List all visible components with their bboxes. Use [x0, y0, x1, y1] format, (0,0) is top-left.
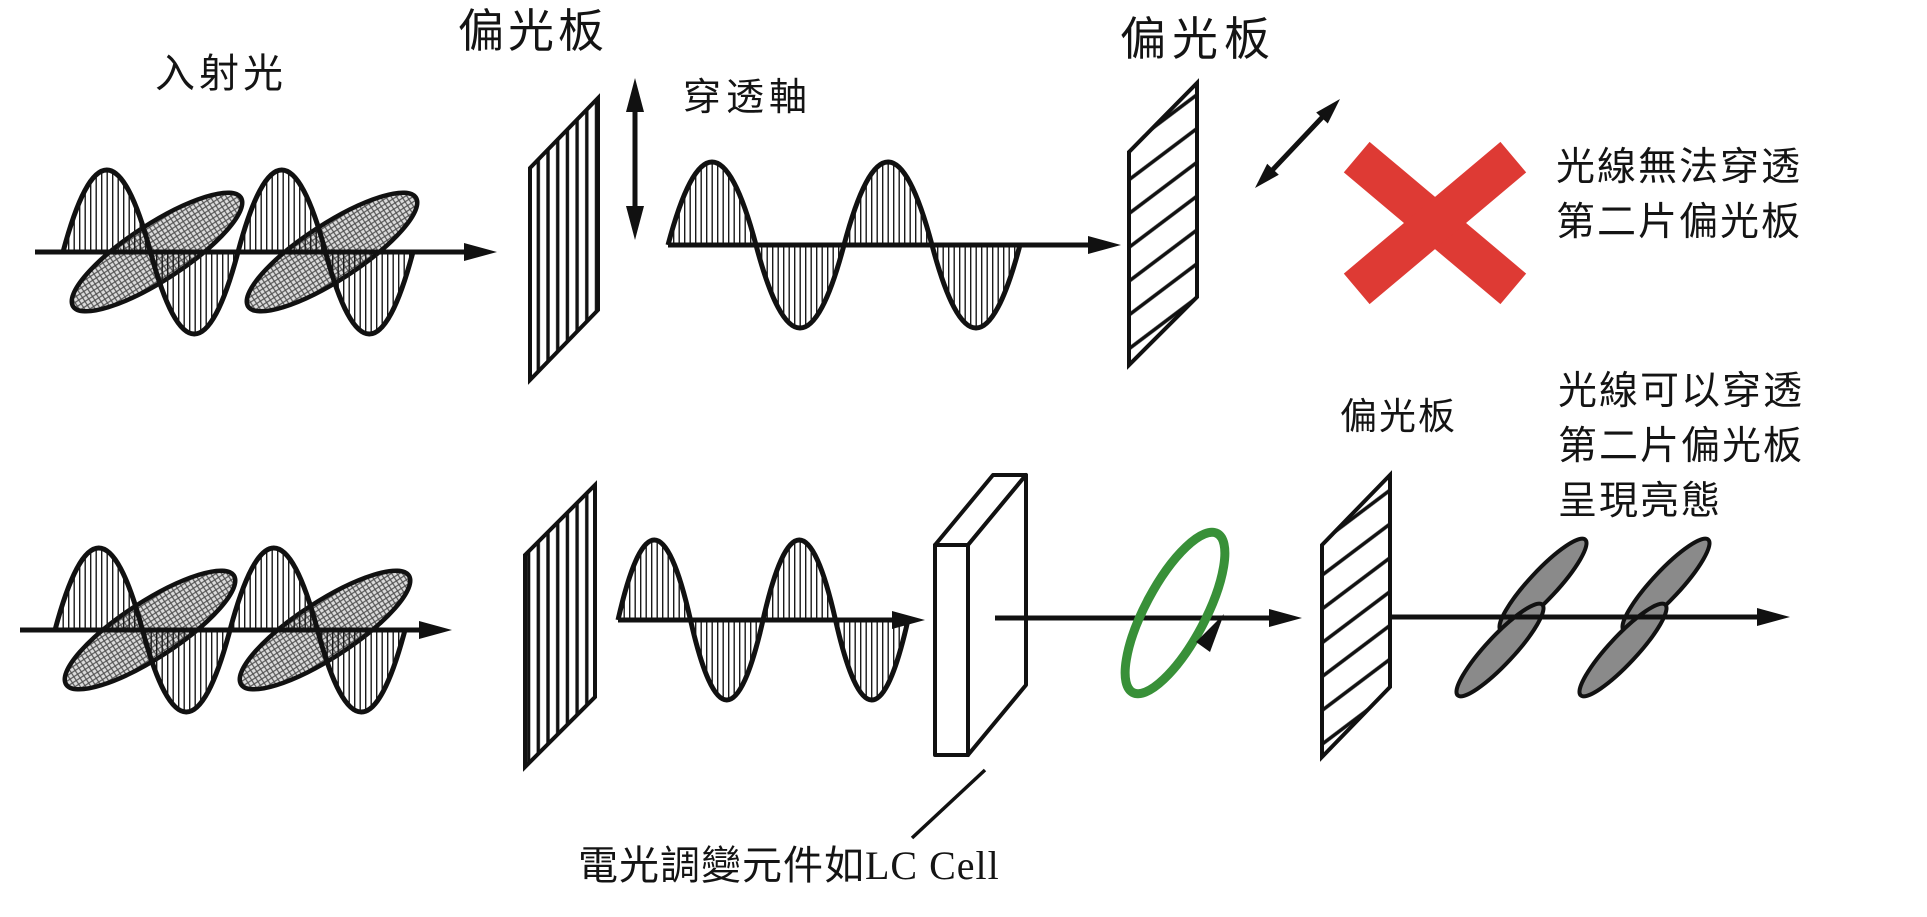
- passed-result-line2: 第二片偏光板: [1558, 425, 1805, 468]
- rotation-arrowhead-icon: [1196, 614, 1224, 652]
- top-incident-light-wave: [35, 167, 497, 337]
- transmission-axis-arrow-icon: [626, 78, 644, 240]
- rotation-ellipse-icon: [1120, 527, 1230, 699]
- top-polarizer-2-panel: [1127, 78, 1199, 370]
- bottom-polarizer-2-label: 偏光板: [1340, 397, 1457, 438]
- arrowhead-icon: [464, 243, 497, 261]
- bottom-polarizer-1-panel: [523, 480, 597, 772]
- output-light-wave: [1390, 536, 1790, 699]
- top-polarized-wave: [665, 159, 1121, 331]
- arrowhead-icon: [419, 621, 452, 639]
- arrowhead-icon: [1269, 609, 1302, 627]
- blocked-result-line1: 光線無法穿透: [1556, 146, 1803, 189]
- lc-cell-box: [933, 473, 1028, 757]
- lc-cell-pointer-line: [910, 768, 987, 840]
- bottom-polarized-wave: [615, 537, 925, 703]
- blocked-cross-icon: [1343, 141, 1527, 305]
- passed-result-line1: 光線可以穿透: [1558, 370, 1805, 413]
- top-polarizer-2-label: 偏光板: [1120, 14, 1276, 65]
- blocked-result-line2: 第二片偏光板: [1556, 201, 1803, 244]
- blocked-result-text: 光線無法穿透 第二片偏光板: [1556, 140, 1802, 250]
- diagonal-axis-arrow-icon: [1255, 99, 1340, 188]
- top-polarizer-1-label: 偏光板: [458, 6, 608, 57]
- incident-light-label: 入射光: [155, 51, 287, 96]
- top-polarizer-1-panel: [528, 93, 600, 385]
- passed-result-line3: 呈現亮態: [1558, 480, 1723, 523]
- bottom-polarizer-2-panel: [1320, 470, 1392, 762]
- passed-result-text: 光線可以穿透 第二片偏光板 呈現亮態: [1558, 364, 1804, 529]
- bottom-incident-light-wave: [20, 545, 452, 715]
- arrowhead-icon: [892, 611, 925, 629]
- lc-to-polarizer-arrow: [995, 609, 1302, 627]
- arrowhead-icon: [1088, 236, 1121, 254]
- arrowhead-icon: [1757, 608, 1790, 626]
- lc-cell-caption: 電光調變元件如LC Cell: [578, 843, 1000, 888]
- transmission-axis-label: 穿透軸: [683, 77, 813, 119]
